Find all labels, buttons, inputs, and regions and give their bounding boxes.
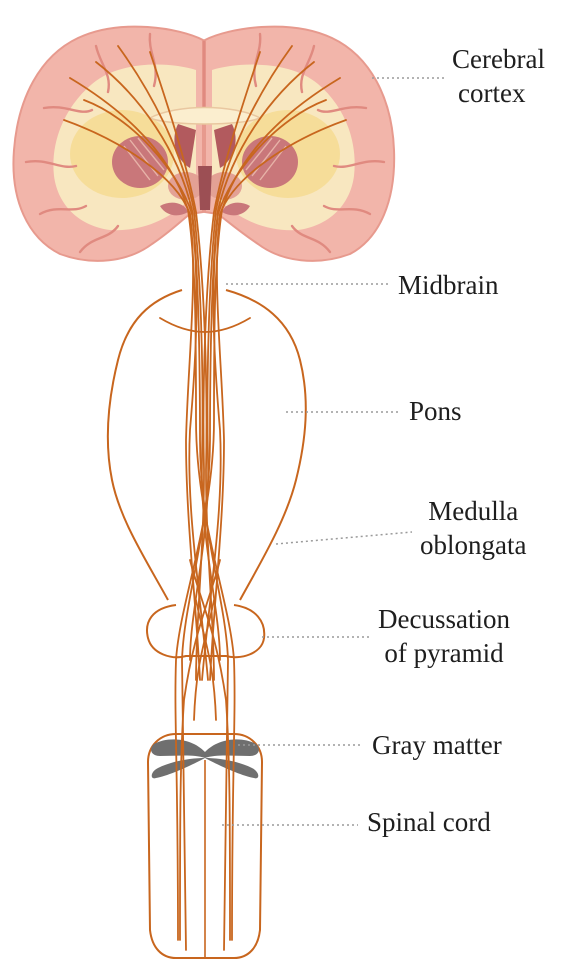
- label-medulla-oblongata: Medulla oblongata: [420, 494, 526, 562]
- label-decussation-line-2: of pyramid: [378, 636, 510, 670]
- label-cerebral-cortex-line-1: Cerebral: [452, 42, 545, 76]
- label-medulla-line-2: oblongata: [420, 528, 526, 562]
- label-gray-matter: Gray matter: [372, 728, 502, 762]
- leader-medulla: [276, 532, 412, 544]
- label-cerebral-cortex: Cerebral cortex: [452, 42, 545, 110]
- label-decussation-line-1: Decussation: [378, 602, 510, 636]
- third-ventricle: [198, 166, 212, 210]
- label-spinal-cord: Spinal cord: [367, 805, 491, 839]
- basal-ganglia-right: [242, 136, 298, 188]
- brain-coronal-section: [13, 27, 394, 261]
- pons-medulla-outline-left: [108, 290, 182, 600]
- pons-medulla-outline-right: [226, 290, 306, 600]
- label-medulla-line-1: Medulla: [420, 494, 526, 528]
- label-decussation-of-pyramid: Decussation of pyramid: [378, 602, 510, 670]
- basal-ganglia-left: [112, 136, 168, 188]
- label-midbrain: Midbrain: [398, 268, 499, 302]
- label-cerebral-cortex-line-2: cortex: [452, 76, 545, 110]
- label-pons: Pons: [409, 394, 462, 428]
